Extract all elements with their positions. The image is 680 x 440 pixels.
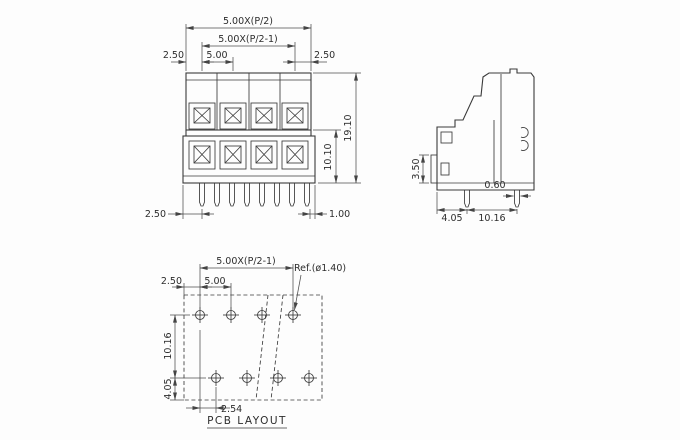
pcb-dim-pitch: 5.00 (204, 276, 225, 287)
terminal-screw (281, 140, 309, 170)
pin (244, 183, 250, 207)
pcb-hole (192, 307, 208, 323)
pin (199, 183, 205, 207)
pcb-layout: 5.00X(P/2-1) 2.50 5.00 Ref.(ø1.40) 10.16… (161, 256, 346, 429)
front-terminals-lower (188, 140, 309, 170)
side-dimensions: 3.50 0.60 4.05 10.16 (411, 154, 531, 224)
terminal-screw (219, 140, 247, 170)
side-view: 3.50 0.60 4.05 10.16 (411, 68, 535, 224)
pcb-hole (223, 307, 239, 323)
pcb-dim-left-offset: 2.50 (161, 276, 182, 287)
front-dim-height-lower: 10.10 (323, 143, 334, 170)
pcb-ref-hole-label: Ref.(ø1.40) (294, 263, 346, 274)
pcb-dim-bottom-offset: 4.05 (163, 378, 174, 399)
pin (514, 190, 520, 208)
pcb-title: PCB LAYOUT (207, 415, 287, 427)
pcb-dimensions: 5.00X(P/2-1) 2.50 5.00 Ref.(ø1.40) 10.16… (161, 256, 346, 415)
pcb-dim-stagger: 2.54 (221, 404, 242, 415)
front-dim-total-width: 5.00X(P/2) (223, 16, 273, 27)
pcb-hole (239, 370, 255, 386)
front-dim-pin-left-offset: 2.50 (145, 209, 166, 220)
front-dim-span-width: 5.00X(P/2-1) (218, 34, 278, 45)
terminal-screw (281, 102, 309, 130)
pin (304, 183, 310, 207)
front-dimensions: 5.00X(P/2) 5.00X(P/2-1) 2.50 5.00 2.50 1… (145, 16, 361, 220)
pcb-dim-span-width: 5.00X(P/2-1) (216, 256, 276, 267)
side-dim-pin-thickness: 0.60 (484, 180, 505, 191)
terminal-screw (188, 140, 216, 170)
pcb-hole (285, 307, 301, 323)
wire-entry (440, 162, 450, 176)
pcb-holes-top (192, 307, 301, 323)
mold-mark (520, 127, 529, 138)
terminal-screw (219, 102, 247, 130)
terminal-screw (250, 140, 278, 170)
front-dim-pin-right-offset: 1.00 (329, 209, 350, 220)
front-dim-pitch: 5.00 (206, 50, 227, 61)
front-dim-left-offset: 2.50 (163, 50, 184, 61)
front-view: 5.00X(P/2) 5.00X(P/2-1) 2.50 5.00 2.50 1… (145, 16, 361, 220)
pin (259, 183, 265, 207)
terminal-screw (250, 102, 278, 130)
pcb-hole (208, 370, 224, 386)
side-dim-pin-offset: 4.05 (441, 213, 462, 224)
side-dim-row-spacing: 10.16 (478, 213, 505, 224)
pin (229, 183, 235, 207)
pcb-dim-row-spacing: 10.16 (163, 332, 174, 359)
mold-mark (520, 140, 529, 151)
pin (214, 183, 220, 207)
pcb-holes-bottom (208, 370, 317, 386)
front-body (182, 72, 316, 184)
pcb-hole (254, 307, 270, 323)
side-pins (464, 190, 520, 208)
pcb-hole (301, 370, 317, 386)
pin (464, 190, 470, 208)
side-dim-front-height: 3.50 (411, 158, 422, 179)
front-dim-height-total: 19.10 (343, 114, 354, 141)
wire-entry (440, 131, 453, 144)
pcb-hole (270, 370, 286, 386)
side-body (430, 68, 535, 191)
front-dim-right-offset: 2.50 (314, 50, 335, 61)
pcb-outline (183, 294, 323, 401)
front-terminals-upper (188, 102, 309, 130)
terminal-screw (188, 102, 216, 130)
front-pins (199, 183, 310, 207)
side-flange (430, 154, 438, 184)
pin (274, 183, 280, 207)
pin (289, 183, 295, 207)
